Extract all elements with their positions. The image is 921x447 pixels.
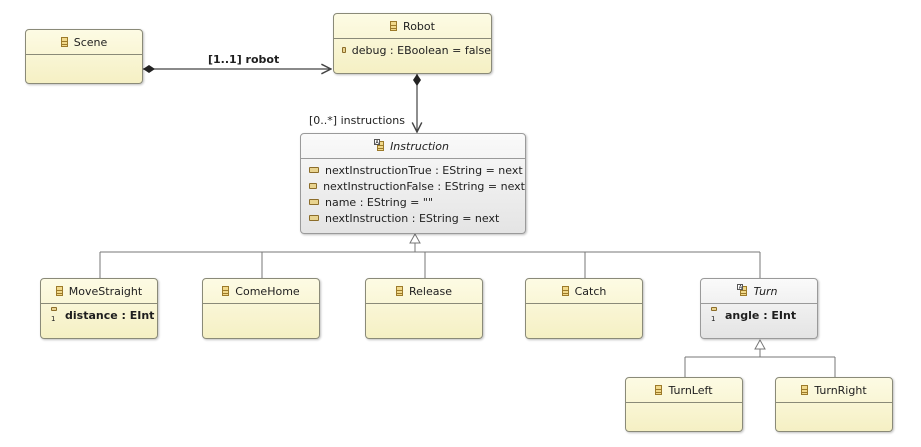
attribute-row[interactable]: nextInstructionFalse : EString = next bbox=[309, 178, 525, 194]
class-icon bbox=[60, 37, 68, 47]
required-attribute-icon: 1 bbox=[49, 307, 59, 323]
class-movestraight[interactable]: MoveStraight 1 distance : EInt bbox=[40, 278, 158, 339]
attribute-text: nextInstructionTrue : EString = next bbox=[325, 163, 523, 177]
class-icon bbox=[561, 286, 569, 296]
instructions-reference-label: [0..*] instructions bbox=[309, 114, 405, 127]
attribute-icon bbox=[309, 215, 319, 221]
class-robot[interactable]: Robot debug : EBoolean = false bbox=[333, 13, 492, 74]
attribute-row[interactable]: nextInstructionTrue : EString = next bbox=[309, 162, 525, 178]
class-scene[interactable]: Scene bbox=[25, 29, 143, 84]
class-header: Catch bbox=[526, 279, 642, 304]
class-icon bbox=[390, 21, 398, 31]
robot-instruction-composition bbox=[413, 74, 421, 132]
attribute-text: name : EString = "" bbox=[325, 195, 434, 209]
class-name: TurnRight bbox=[814, 383, 867, 397]
class-header: MoveStraight bbox=[41, 279, 157, 304]
attribute-row[interactable]: name : EString = "" bbox=[309, 194, 525, 210]
class-header: A Instruction bbox=[301, 134, 525, 159]
class-header: A Turn bbox=[701, 279, 817, 304]
class-header: Scene bbox=[26, 30, 142, 55]
attribute-icon bbox=[309, 199, 319, 205]
class-name: TurnLeft bbox=[668, 383, 713, 397]
class-name: Instruction bbox=[390, 139, 449, 153]
class-name: Scene bbox=[73, 35, 108, 49]
class-icon bbox=[396, 286, 403, 296]
attribute-row[interactable]: 1 angle : EInt bbox=[709, 307, 817, 323]
attribute-icon bbox=[342, 47, 346, 53]
class-comehome[interactable]: ComeHome bbox=[202, 278, 320, 339]
class-icon bbox=[655, 385, 663, 395]
class-catch[interactable]: Catch bbox=[525, 278, 643, 339]
class-header: TurnLeft bbox=[626, 378, 742, 403]
class-header: Robot bbox=[334, 14, 491, 39]
class-header: ComeHome bbox=[203, 279, 319, 304]
class-turnright[interactable]: TurnRight bbox=[775, 377, 893, 432]
class-icon bbox=[55, 286, 63, 296]
class-name: Catch bbox=[574, 284, 607, 298]
abstract-class-icon: A bbox=[374, 139, 385, 151]
class-turn[interactable]: A Turn 1 angle : EInt bbox=[700, 278, 818, 339]
attribute-row[interactable]: debug : EBoolean = false bbox=[342, 42, 491, 58]
class-instruction[interactable]: A Instruction nextInstructionTrue : EStr… bbox=[300, 133, 526, 234]
scene-robot-composition bbox=[143, 65, 331, 73]
class-icon bbox=[222, 286, 230, 296]
attribute-text: nextInstructionFalse : EString = next bbox=[323, 179, 525, 193]
instruction-generalization bbox=[99, 232, 761, 278]
class-name: ComeHome bbox=[235, 284, 300, 298]
class-name: Robot bbox=[403, 19, 435, 33]
required-attribute-icon: 1 bbox=[709, 307, 719, 323]
attribute-text: debug : EBoolean = false bbox=[351, 43, 491, 57]
attribute-row[interactable]: nextInstruction : EString = next bbox=[309, 210, 525, 226]
turn-generalization bbox=[684, 338, 836, 377]
class-icon bbox=[801, 385, 809, 395]
attribute-row[interactable]: 1 distance : EInt bbox=[49, 307, 157, 323]
abstract-class-icon: A bbox=[737, 284, 748, 296]
attribute-icon bbox=[309, 183, 318, 189]
attribute-icon bbox=[309, 167, 319, 173]
attribute-text: angle : EInt bbox=[725, 308, 797, 322]
class-name: Turn bbox=[753, 284, 778, 298]
attribute-text: nextInstruction : EString = next bbox=[325, 211, 500, 225]
class-name: MoveStraight bbox=[68, 284, 143, 298]
class-header: Release bbox=[366, 279, 482, 304]
class-header: TurnRight bbox=[776, 378, 892, 403]
class-name: Release bbox=[409, 284, 452, 298]
robot-reference-label: [1..1] robot bbox=[208, 53, 280, 66]
class-release[interactable]: Release bbox=[365, 278, 483, 339]
class-turnleft[interactable]: TurnLeft bbox=[625, 377, 743, 432]
attribute-text: distance : EInt bbox=[65, 308, 155, 322]
